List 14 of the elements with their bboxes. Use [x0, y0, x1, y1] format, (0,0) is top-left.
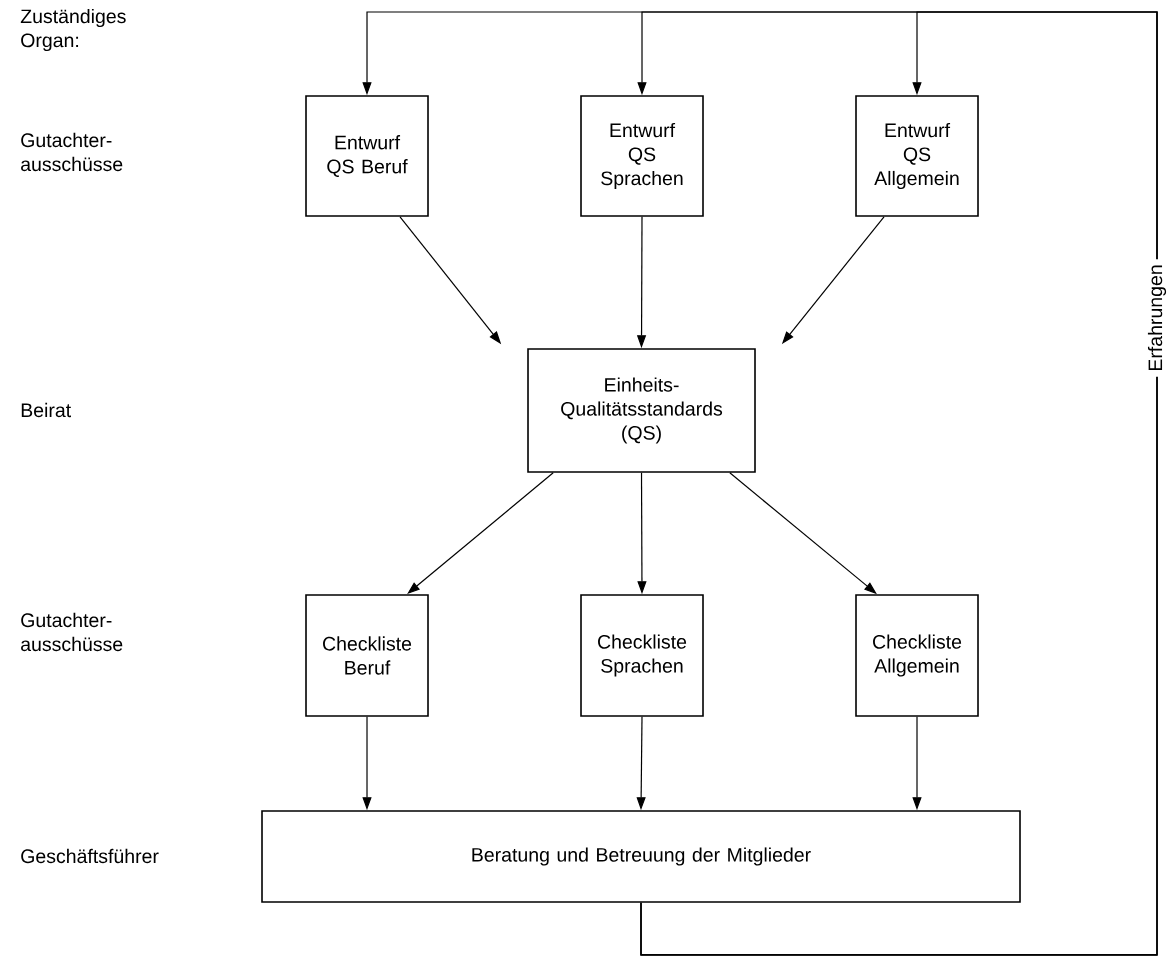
process-box: Einheits- Qualitätsstandards (QS) [527, 348, 756, 473]
process-box: Checkliste Allgemein [855, 594, 979, 717]
row-label: Beirat [21, 402, 71, 418]
edge-label: Erfahrungen [1142, 259, 1172, 377]
process-box: Checkliste Beruf [305, 594, 429, 717]
process-box: Beratung und Betreuung der Mitglieder [261, 810, 1021, 903]
process-box: Entwurf QS Allgemein [855, 95, 979, 217]
row-label: Gutachter- ausschüsse [21, 132, 123, 172]
row-label: Geschäftsführer [21, 848, 159, 864]
process-box: Checkliste Sprachen [580, 594, 704, 717]
row-label: Zuständiges Organ: [20, 8, 126, 52]
process-box: Entwurf QS Sprachen [580, 95, 704, 217]
row-label: Gutachter- ausschüsse [21, 612, 123, 652]
process-box: Entwurf QS Beruf [305, 95, 429, 217]
